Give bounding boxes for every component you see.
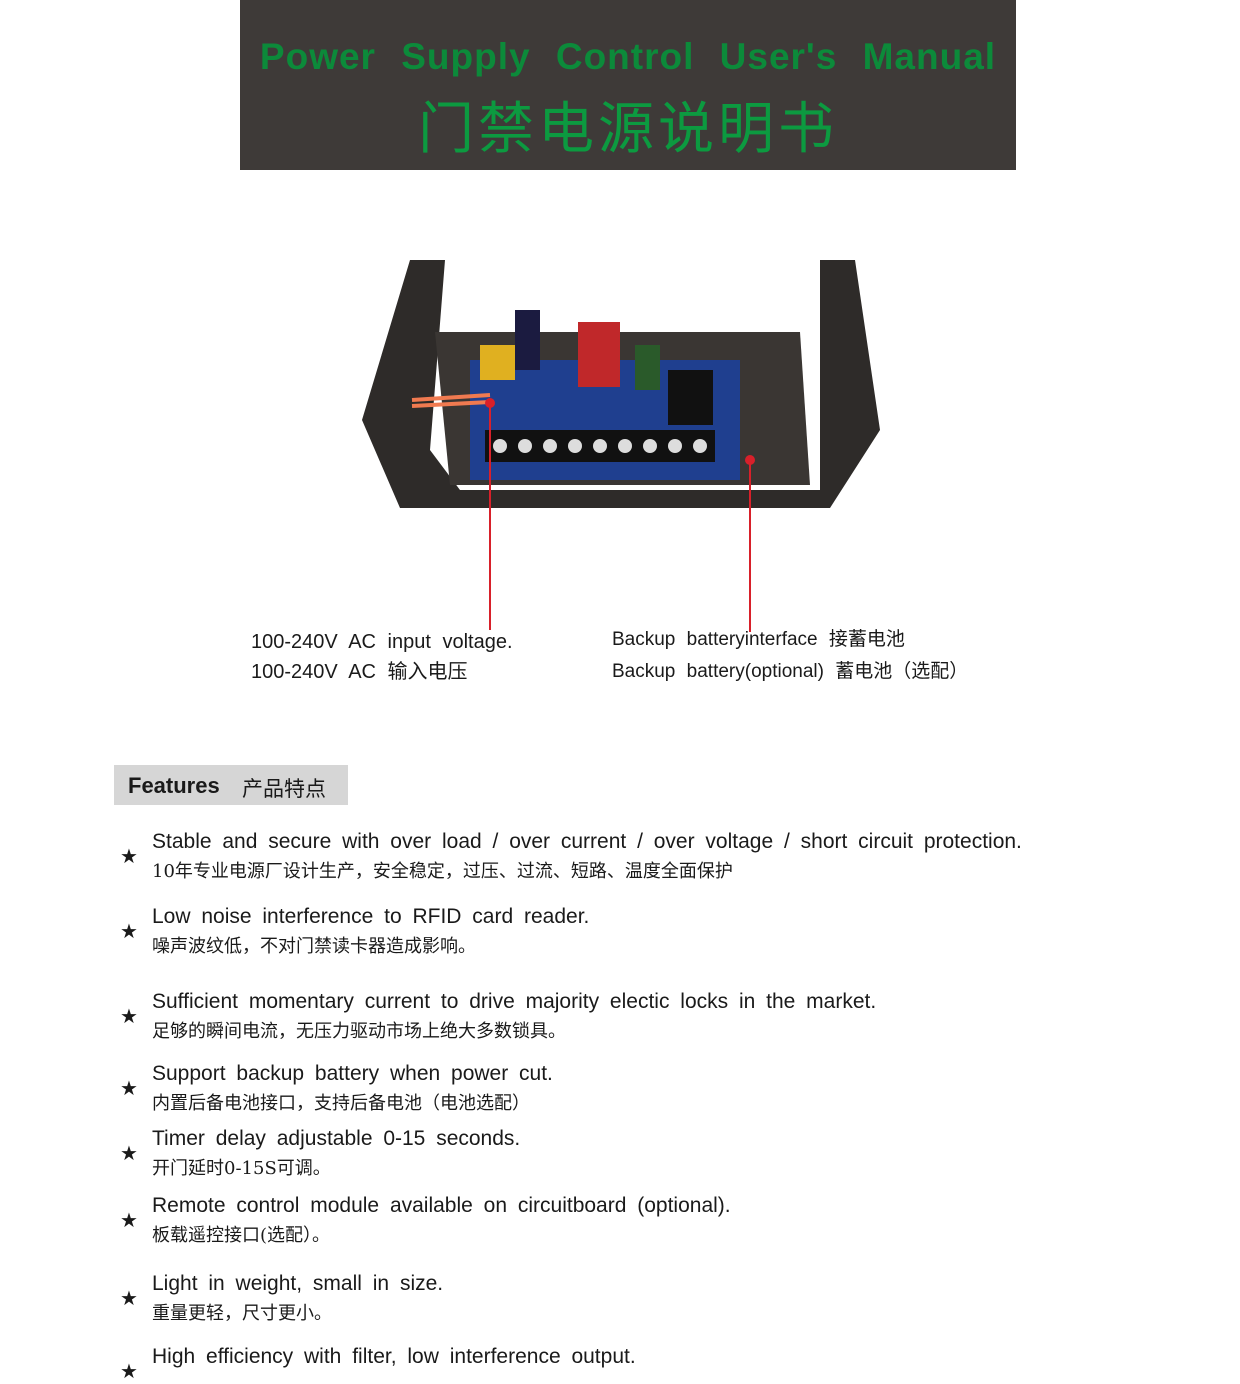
star-icon: ★ [120, 1143, 138, 1165]
caption-ac: 100-240V AC input voltage. 100-240V AC 输… [251, 626, 513, 688]
caption-battery: Backup batteryinterface 接蓄电池 Backup batt… [612, 624, 968, 688]
star-icon: ★ [120, 846, 138, 868]
feature-zh: 10年专业电源厂设计生产，安全稳定，过压、过流、短路、温度全面保护 [152, 861, 733, 882]
features-title-zh: 产品特点 [242, 777, 326, 801]
feature-en: High efficiency with filter, low interfe… [152, 1345, 636, 1368]
feature-zh: 内置后备电池接口，支持后备电池（电池选配） [152, 1093, 530, 1114]
feature-zh: 重量更轻，尺寸更小。 [152, 1303, 332, 1324]
feature-en: Remote control module available on circu… [152, 1194, 731, 1217]
caption-battery-zh: Backup battery(optional) 蓄电池（选配） [612, 661, 969, 682]
feature-zh: 开门延时0-15S可调。 [152, 1158, 331, 1179]
feature-en: Stable and secure with over load / over … [152, 830, 1022, 853]
caption-battery-en: Backup batteryinterface 接蓄电池 [612, 629, 905, 650]
title-zh: 门禁电源说明书 [418, 97, 838, 162]
feature-en: Light in weight, small in size. [152, 1272, 444, 1295]
feature-zh: 足够的瞬间电流，无压力驱动市场上绝大多数锁具。 [152, 1021, 566, 1042]
feature-en: Low noise interference to RFID card read… [152, 905, 590, 928]
pointer-line-battery [749, 460, 751, 632]
pointer-line-ac [489, 403, 491, 630]
star-icon: ★ [120, 1288, 138, 1310]
feature-zh: 板载遥控接口(选配）。 [152, 1225, 331, 1246]
features-heading: Features 产品特点 [114, 765, 348, 805]
product-image [362, 260, 880, 508]
star-icon: ★ [120, 1210, 138, 1232]
feature-zh: 噪声波纹低，不对门禁读卡器造成影响。 [152, 936, 476, 957]
star-icon: ★ [120, 1006, 138, 1028]
features-title-en: Features [128, 773, 220, 798]
caption-ac-en: 100-240V AC input voltage. [251, 631, 513, 653]
caption-ac-zh: 100-240V AC 输入电压 [251, 661, 468, 683]
title-en: Power Supply Control User's Manual [259, 36, 997, 77]
title-banner: Power Supply Control User's Manual 门禁电源说… [240, 0, 1016, 170]
star-icon: ★ [120, 1361, 138, 1383]
feature-en: Sufficient momentary current to drive ma… [152, 990, 877, 1013]
feature-en: Timer delay adjustable 0-15 seconds. [152, 1127, 521, 1150]
star-icon: ★ [120, 921, 138, 943]
feature-en: Support backup battery when power cut. [152, 1062, 553, 1085]
star-icon: ★ [120, 1078, 138, 1100]
